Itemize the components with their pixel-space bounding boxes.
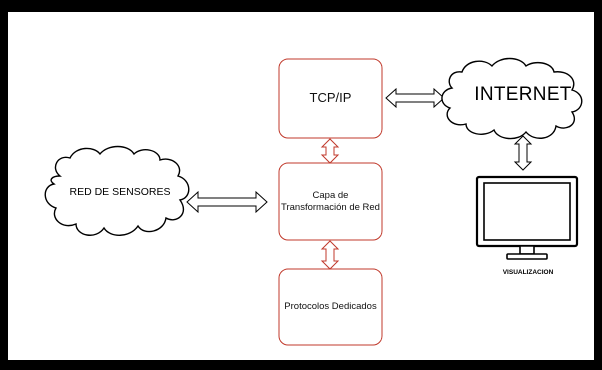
double-arrow-icon xyxy=(385,87,445,109)
double-arrow-icon xyxy=(320,138,340,164)
internet-label: INTERNET xyxy=(474,84,572,105)
cloud-icon xyxy=(44,145,190,236)
capa-transformacion-label: Capa de Transformación de Red xyxy=(281,189,380,213)
protocolos-dedicados-label: Protocolos Dedicados xyxy=(284,301,377,313)
visualizacion-label: VISUALIZACION xyxy=(502,269,554,276)
double-arrow-icon xyxy=(186,190,268,214)
tcp-ip-label: TCP/IP xyxy=(309,90,352,106)
tcp-ip-box xyxy=(278,58,383,139)
double-arrow-icon xyxy=(513,135,533,171)
monitor-icon xyxy=(475,175,579,260)
red-de-sensores-label: RED DE SENSORES xyxy=(69,186,171,198)
double-arrow-icon xyxy=(320,240,340,270)
cloud-icon xyxy=(441,57,583,140)
